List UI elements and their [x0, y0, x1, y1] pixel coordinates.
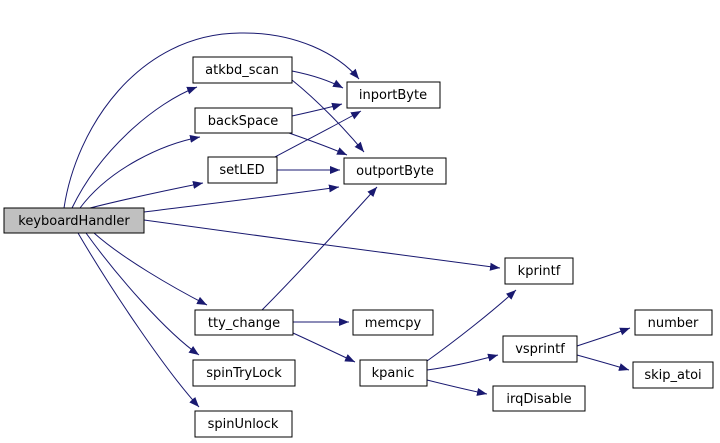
node-label: number	[648, 316, 699, 331]
node-irqDisable[interactable]: irqDisable	[492, 385, 586, 412]
node-box[interactable]	[504, 257, 574, 285]
edge-atkbd_scan-inportByte	[291, 70, 344, 89]
node-box[interactable]	[343, 157, 447, 185]
node-outportByte[interactable]: outportByte	[343, 157, 447, 185]
edge-kpanic-kprintf	[426, 289, 517, 362]
edge-setLED-inportByte	[274, 110, 362, 158]
node-box[interactable]	[194, 107, 293, 134]
node-number[interactable]: number	[634, 309, 713, 336]
edge-keyboardHandler-kprintf	[143, 219, 501, 271]
node-keyboardHandler: keyboardHandler	[3, 207, 145, 234]
node-spinTryLock[interactable]: spinTryLock	[192, 359, 296, 387]
edge-vsprintf-number	[576, 327, 631, 347]
edge-keyboardHandler-atkbd_scan	[71, 86, 198, 209]
node-box	[3, 207, 145, 234]
node-label: spinUnlock	[208, 417, 279, 432]
node-label: backSpace	[208, 114, 279, 129]
node-box[interactable]	[359, 359, 428, 387]
node-label: setLED	[219, 163, 264, 178]
node-label: outportByte	[356, 164, 434, 179]
node-label: irqDisable	[506, 392, 571, 407]
node-kpanic[interactable]: kpanic	[359, 359, 428, 387]
node-tty_change[interactable]: tty_change	[194, 309, 294, 336]
node-inportByte[interactable]: inportByte	[346, 81, 441, 109]
node-box[interactable]	[352, 309, 434, 336]
edge-keyboardHandler-outportByte	[143, 184, 340, 213]
node-setLED[interactable]: setLED	[207, 156, 278, 184]
node-kprintf[interactable]: kprintf	[504, 257, 574, 285]
edge-backSpace-outportByte	[288, 132, 348, 156]
node-box[interactable]	[194, 410, 293, 438]
node-box[interactable]	[192, 56, 293, 84]
node-box[interactable]	[632, 361, 714, 389]
node-label: tty_change	[208, 316, 280, 331]
node-label: kprintf	[518, 264, 561, 279]
node-label: vsprintf	[515, 342, 565, 357]
edge-keyboardHandler-spinUnlock	[77, 232, 200, 408]
edge-backSpace-inportByte	[291, 102, 343, 117]
node-atkbd_scan[interactable]: atkbd_scan	[192, 56, 293, 84]
edge-tty_change-kpanic	[292, 332, 356, 363]
node-label: kpanic	[372, 366, 415, 381]
edge-kpanic-irqDisable	[426, 379, 488, 396]
node-label: keyboardHandler	[18, 214, 130, 229]
node-box[interactable]	[192, 359, 296, 387]
edge-keyboardHandler-setLED	[89, 181, 204, 209]
node-box[interactable]	[207, 156, 278, 184]
node-label: skip_atoi	[644, 368, 701, 383]
node-label: memcpy	[365, 316, 422, 331]
node-memcpy[interactable]: memcpy	[352, 309, 434, 336]
node-label: spinTryLock	[206, 366, 282, 381]
edge-atkbd_scan-outportByte	[291, 79, 365, 153]
edge-kpanic-vsprintf	[426, 353, 499, 371]
node-label: inportByte	[359, 88, 427, 103]
edge-keyboardHandler-tty_change	[93, 232, 208, 306]
edge-tty_change-outportByte	[261, 186, 378, 311]
edge-keyboardHandler-inportByte	[63, 32, 360, 209]
node-box[interactable]	[502, 335, 578, 363]
node-box[interactable]	[194, 309, 294, 336]
node-skip_atoi[interactable]: skip_atoi	[632, 361, 714, 389]
node-box[interactable]	[346, 81, 441, 109]
edge-keyboardHandler-spinTryLock	[85, 232, 200, 356]
edge-keyboardHandler-backSpace	[79, 134, 201, 209]
node-spinUnlock[interactable]: spinUnlock	[194, 410, 293, 438]
node-box[interactable]	[634, 309, 713, 336]
edge-vsprintf-skip_atoi	[576, 354, 630, 371]
node-box[interactable]	[492, 385, 586, 412]
edges	[63, 32, 631, 408]
node-backSpace[interactable]: backSpace	[194, 107, 293, 134]
node-vsprintf[interactable]: vsprintf	[502, 335, 578, 363]
node-label: atkbd_scan	[205, 63, 279, 78]
